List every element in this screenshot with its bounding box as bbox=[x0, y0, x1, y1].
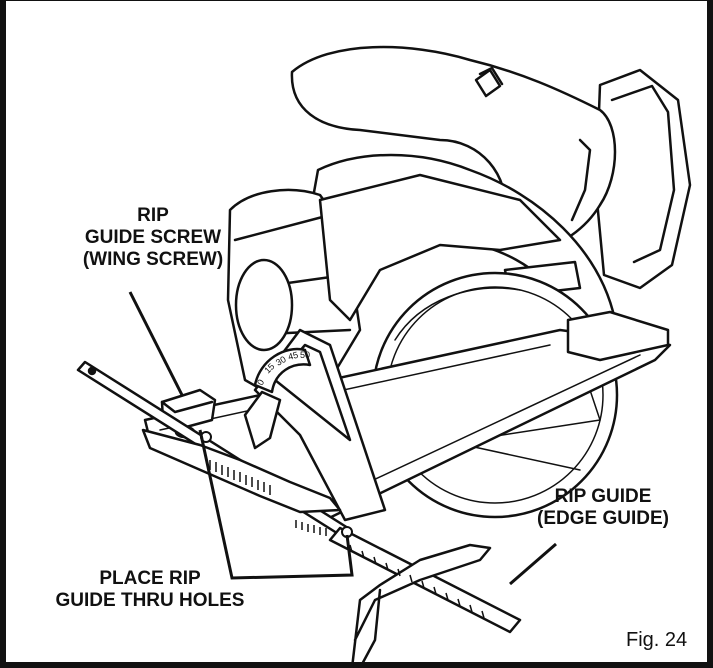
leader-wing-screw bbox=[128, 291, 184, 396]
leader-place-holes bbox=[198, 429, 354, 580]
handle bbox=[290, 45, 617, 252]
rip-guide-ruler bbox=[328, 526, 522, 634]
bevel-tick-45: 45 bbox=[287, 350, 299, 362]
bevel-knob bbox=[243, 390, 282, 450]
leader-rip-guide bbox=[509, 542, 557, 586]
label-rip-guide: RIP GUIDE (EDGE GUIDE) bbox=[528, 486, 678, 530]
label-rip-guide-line1: RIP GUIDE bbox=[554, 486, 652, 507]
bevel-tick-0: 0 bbox=[255, 378, 266, 387]
bevel-scale bbox=[253, 347, 312, 394]
label-place-rip-guide-line2: GUIDE THRU HOLES bbox=[55, 590, 245, 611]
bevel-tick-50: 50 bbox=[300, 350, 310, 360]
rip-guide-fence bbox=[350, 543, 492, 668]
label-place-rip-guide: PLACE RIP GUIDE THRU HOLES bbox=[50, 568, 250, 612]
label-rip-guide-screw-line1: RIP bbox=[137, 205, 169, 226]
battery-pack bbox=[594, 68, 692, 290]
label-rip-guide-screw: RIP GUIDE SCREW (WING SCREW) bbox=[48, 205, 258, 271]
label-rip-guide-screw-line2: GUIDE SCREW bbox=[84, 227, 222, 248]
label-rip-guide-screw-line3: (WING SCREW) bbox=[82, 249, 224, 270]
label-place-rip-guide-line1: PLACE RIP bbox=[99, 568, 201, 589]
bevel-tick-30: 30 bbox=[274, 354, 288, 368]
label-rip-guide-line2: (EDGE GUIDE) bbox=[537, 508, 669, 529]
saw-body bbox=[318, 173, 562, 322]
figure-caption: Fig. 24 bbox=[626, 629, 688, 651]
